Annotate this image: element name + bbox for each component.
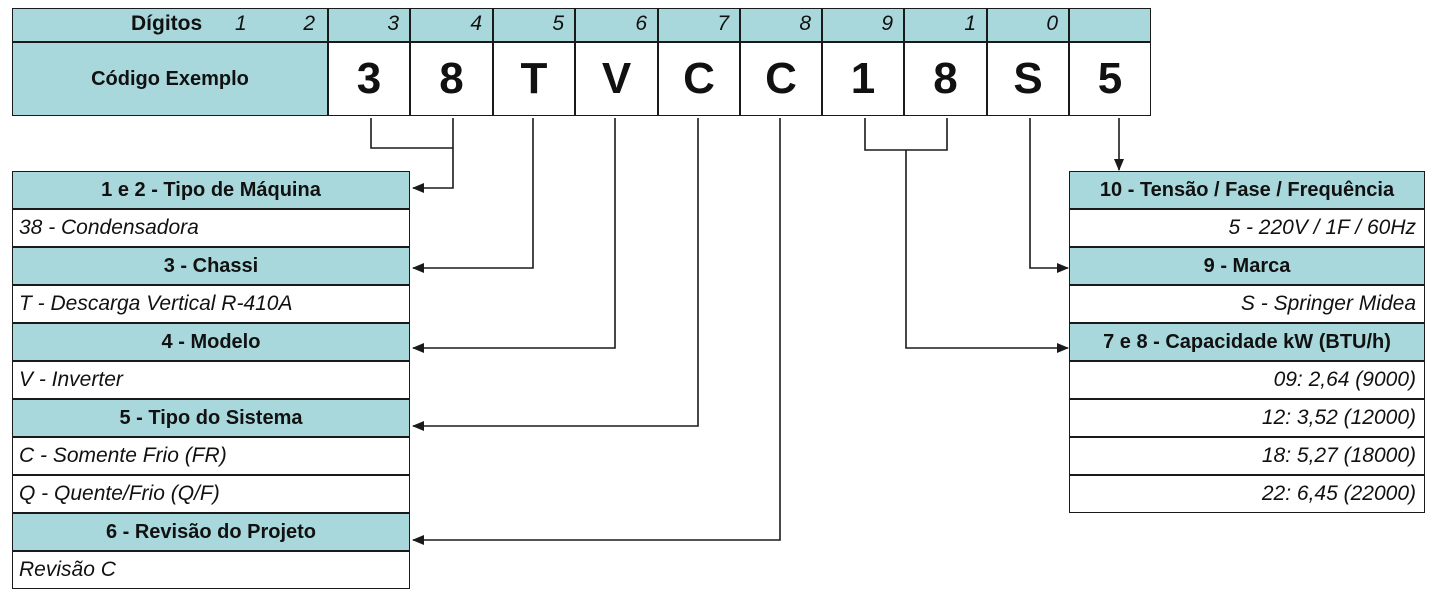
code-char-cell: S: [987, 42, 1069, 116]
connector-3: [412, 118, 534, 273]
legend-group-value: Q - Quente/Frio (Q/F): [12, 475, 410, 513]
connector-9: [1029, 118, 1069, 273]
connector-1-2: [370, 118, 454, 188]
legend-group-title: 5 - Tipo do Sistema: [12, 399, 410, 437]
legend-group-value: 38 - Condensadora: [12, 209, 410, 247]
connector-6: [412, 118, 781, 545]
digit-header-cell: 0: [987, 8, 1069, 42]
code-char-cell: 1: [822, 42, 904, 116]
legend-group-title: 7 e 8 - Capacidade kW (BTU/h): [1069, 323, 1425, 361]
digit-header-cell: 1: [904, 8, 987, 42]
legend-group-value: S - Springer Midea: [1069, 285, 1425, 323]
legend-group-title: 6 - Revisão do Projeto: [12, 513, 410, 551]
code-char-cell: 8: [410, 42, 493, 116]
code-char-cell: C: [740, 42, 822, 116]
legend-group-title: 3 - Chassi: [12, 247, 410, 285]
digit-2: 2: [303, 12, 315, 35]
legend-group-value: 22: 6,45 (22000): [1069, 475, 1425, 513]
legend-group-value: C - Somente Frio (FR): [12, 437, 410, 475]
digit-1: 1: [235, 12, 247, 35]
digit-header-cell: 4: [410, 8, 493, 42]
legend-group-title: 4 - Modelo: [12, 323, 410, 361]
digit-header-cell: 8: [740, 8, 822, 42]
code-char-cell: T: [493, 42, 575, 116]
code-char-cell: V: [575, 42, 658, 116]
code-char-cell: C: [658, 42, 740, 116]
legend-group-value: T - Descarga Vertical R-410A: [12, 285, 410, 323]
digit-header-cell: 9: [822, 8, 904, 42]
code-char-cell: 3: [328, 42, 410, 116]
legend-group-value: Revisão C: [12, 551, 410, 589]
code-char-cell: 8: [904, 42, 987, 116]
legend-group-value: 09: 2,64 (9000): [1069, 361, 1425, 399]
legend-group-value: 18: 5,27 (18000): [1069, 437, 1425, 475]
digits-label: Dígitos: [131, 12, 203, 35]
example-label: Código Exemplo: [91, 67, 249, 90]
code-char-cell: 5: [1069, 42, 1151, 116]
digit-header-cell: 6: [575, 8, 658, 42]
legend-group-value: V - Inverter: [12, 361, 410, 399]
connector-4: [412, 118, 616, 353]
example-label-cell: Código Exemplo: [12, 42, 328, 116]
legend-group-value: 12: 3,52 (12000): [1069, 399, 1425, 437]
connector-7-8: [864, 118, 1068, 348]
digit-header-cell: [1069, 8, 1151, 42]
digit-header-cell: 3: [328, 8, 410, 42]
legend-group-value: 5 - 220V / 1F / 60Hz: [1069, 209, 1425, 247]
legend-group-title: 10 - Tensão / Fase / Frequência: [1069, 171, 1425, 209]
legend-group-title: 1 e 2 - Tipo de Máquina: [12, 171, 410, 209]
digits-label-cell: Dígitos 1 2: [12, 8, 328, 42]
legend-group-title: 9 - Marca: [1069, 247, 1425, 285]
digit-header-cell: 5: [493, 8, 575, 42]
digit-header-cell: 7: [658, 8, 740, 42]
connector-5: [412, 118, 699, 431]
